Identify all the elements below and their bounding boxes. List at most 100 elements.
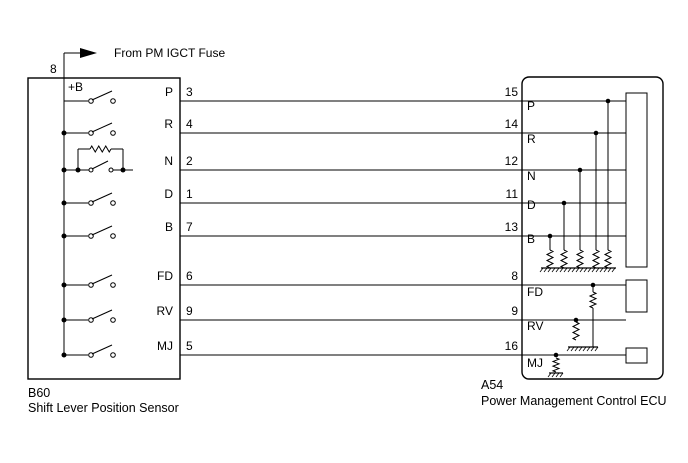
ecu-inner-label-n: N <box>527 169 536 183</box>
switch-group: P R N D B FD RV MJ <box>61 85 173 358</box>
ecu-pin-9: 9 <box>511 304 518 318</box>
switch-row-fd: FD <box>61 269 173 288</box>
resistor-symbol <box>559 249 569 269</box>
resistor-symbol <box>571 321 581 341</box>
ground-symbol <box>539 267 616 273</box>
switch-label-n: N <box>164 154 173 168</box>
junction-dot <box>573 317 579 323</box>
switch-blade <box>91 344 113 355</box>
sensor-pin-2: 2 <box>186 154 193 168</box>
sensor-pin-9: 9 <box>186 304 193 318</box>
wire-p: 3 15 <box>180 85 522 102</box>
plus-b-label: +B <box>68 80 83 94</box>
sensor-code: B60 <box>28 386 50 400</box>
wire-r: 4 14 <box>180 117 522 134</box>
pulldown-4 <box>522 233 626 269</box>
pulldown-1 <box>522 130 626 269</box>
ecu-pin-13: 13 <box>505 220 519 234</box>
switch-label-p: P <box>165 85 173 99</box>
wire-b: 7 13 <box>180 220 522 237</box>
switch-row-r: R <box>61 117 173 136</box>
switch-row-d: D <box>61 187 173 206</box>
sensor-pin-4: 4 <box>186 117 193 131</box>
junction-dot <box>61 167 67 173</box>
switch-row-b: B <box>61 220 173 239</box>
ecu-pin-16: 16 <box>505 339 519 353</box>
resistor-symbol <box>603 249 613 269</box>
switch-blade <box>91 225 113 236</box>
supply-pin: 8 <box>50 62 57 76</box>
switch-contact <box>110 282 116 288</box>
switch-contact <box>110 352 116 358</box>
resistor-symbol <box>89 145 112 153</box>
pulldown-3 <box>522 200 626 269</box>
resistor-symbol <box>588 291 598 309</box>
switch-label-r: R <box>164 117 173 131</box>
switch-contact <box>110 317 116 323</box>
ground-symbol <box>566 346 599 352</box>
ecu-resistor-network: P R N D B FD RV MJ <box>522 98 626 378</box>
ecu-name: Power Management Control ECU <box>481 394 667 408</box>
sensor-name: Shift Lever Position Sensor <box>28 401 179 415</box>
ecu-pin-15: 15 <box>505 85 519 99</box>
switch-contact <box>108 167 114 173</box>
switch-row-n: N <box>61 145 173 173</box>
wire-n: 2 12 <box>180 154 522 171</box>
ecu-fd-rv-block <box>625 279 648 313</box>
switch-label-mj: MJ <box>157 339 173 353</box>
switch-contact <box>110 200 116 206</box>
ecu-inner-label-mj: MJ <box>527 356 543 370</box>
ecu-logic-block <box>625 92 648 268</box>
switch-label-d: D <box>164 187 173 201</box>
pulldown-2 <box>522 167 626 269</box>
switch-blade <box>91 90 113 101</box>
sensor-pin-7: 7 <box>186 220 193 234</box>
resistor-symbol <box>575 249 585 269</box>
sensor-pin-6: 6 <box>186 269 193 283</box>
supply-feed <box>63 48 97 78</box>
sensor-pin-5: 5 <box>186 339 193 353</box>
switch-contact <box>110 98 116 104</box>
ecu-inner-label-rv: RV <box>527 319 543 333</box>
ground-symbol <box>547 372 564 378</box>
ecu-pin-14: 14 <box>505 117 519 131</box>
ecu-pin-8: 8 <box>511 269 518 283</box>
ecu-pin-12: 12 <box>505 154 519 168</box>
ecu-mj-block <box>625 347 648 364</box>
ecu-inner-label-p: P <box>527 99 535 113</box>
ecu-inner-label-b: B <box>527 232 535 246</box>
switch-label-fd: FD <box>157 269 173 283</box>
ecu-pin-11: 11 <box>506 187 519 201</box>
switch-blade <box>91 122 113 133</box>
switch-blade <box>91 309 113 320</box>
supply-arrow-label: From PM IGCT Fuse <box>114 46 225 60</box>
switch-blade <box>91 160 109 170</box>
sensor-pin-3: 3 <box>186 85 193 99</box>
switch-label-rv: RV <box>157 304 173 318</box>
ecu-inner-label-fd: FD <box>527 285 543 299</box>
switch-label-b: B <box>165 220 173 234</box>
junction-dot <box>553 352 559 358</box>
ecu-inner-label-r: R <box>527 132 536 146</box>
wire-mj: 5 16 <box>180 339 522 356</box>
ecu-inner-label-d: D <box>527 198 536 212</box>
switch-row-mj: MJ <box>61 339 173 358</box>
resistor-symbol <box>545 249 555 269</box>
switch-blade <box>91 192 113 203</box>
switch-row-rv: RV <box>61 304 173 323</box>
arrow-left-icon <box>80 48 97 58</box>
sensor-box <box>27 77 181 380</box>
resistor-symbol <box>551 357 561 373</box>
ecu-code: A54 <box>481 378 503 392</box>
switch-row-p: P <box>64 85 173 104</box>
switch-contact <box>110 130 116 136</box>
ecu-box <box>521 76 664 380</box>
pulldown-0 <box>522 98 626 269</box>
sensor-pin-1: 1 <box>186 187 193 201</box>
switch-blade <box>91 274 113 285</box>
